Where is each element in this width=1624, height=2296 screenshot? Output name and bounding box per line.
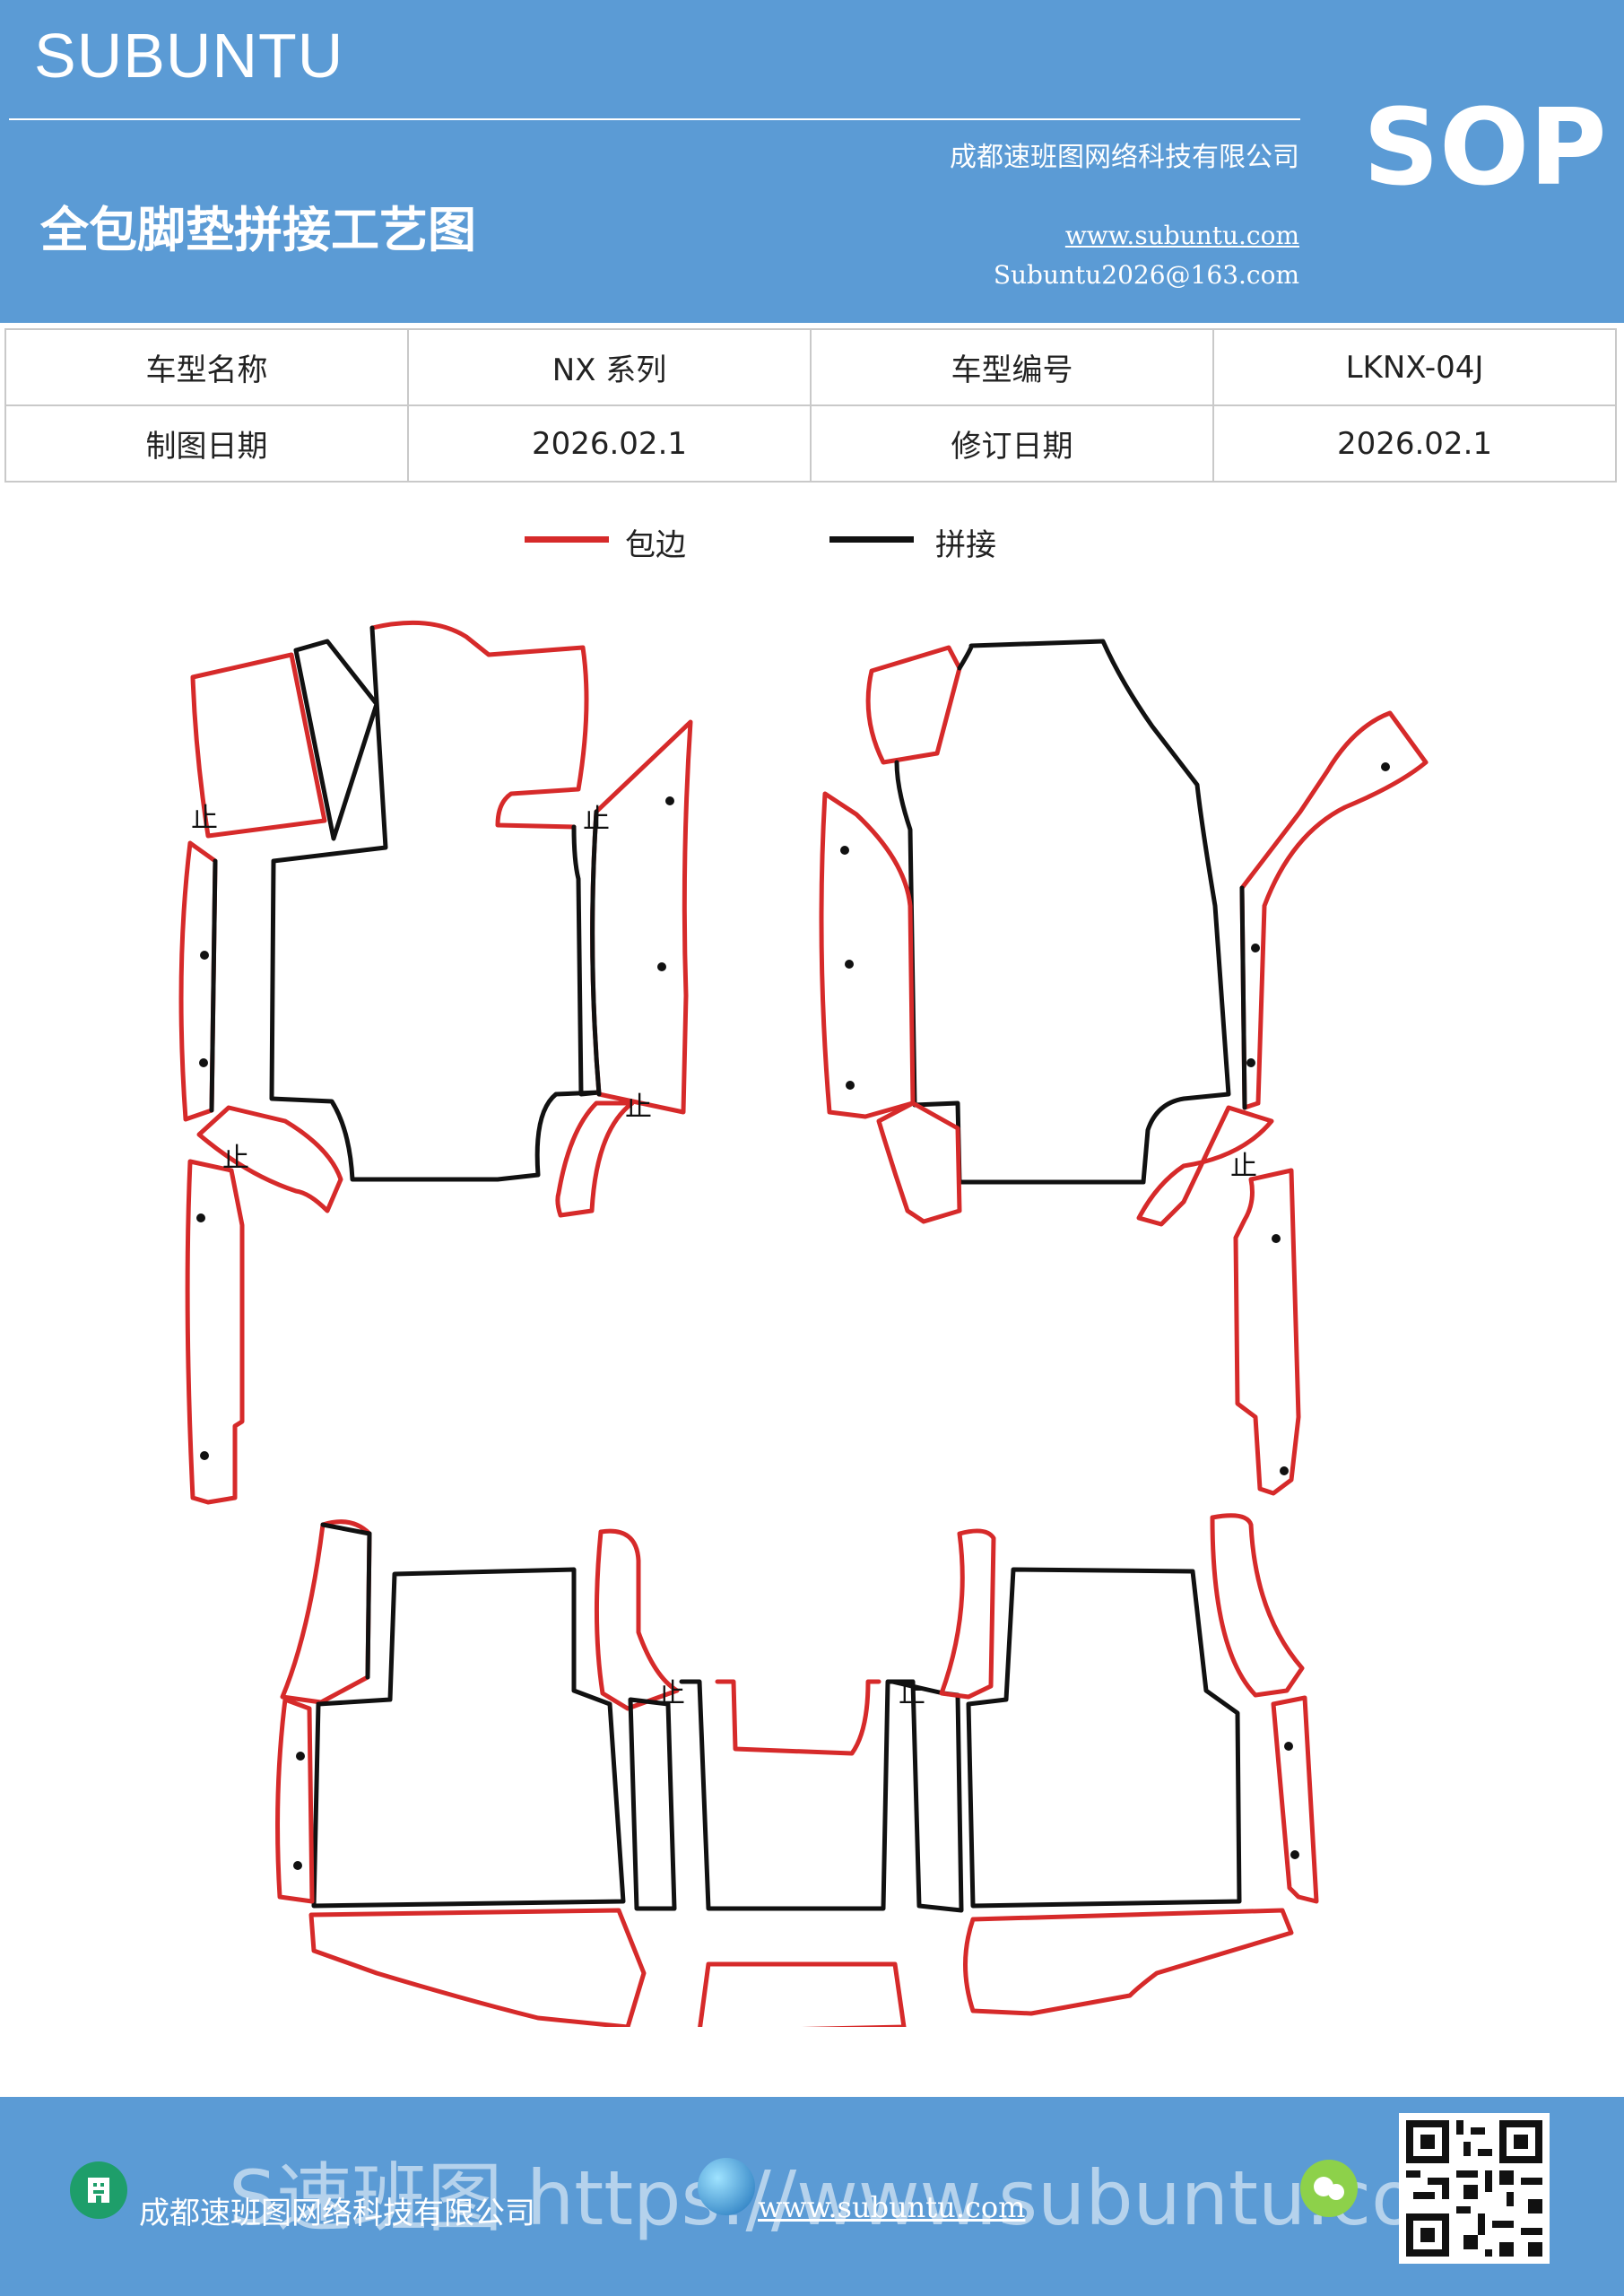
mat-piece [590,719,693,1115]
mat-piece [890,1679,964,1913]
value-model-code: LKNX-04J [1212,328,1617,406]
mat-piece [1239,885,1247,1110]
qr-code-icon [1399,2113,1550,2264]
footer-company-name: 成都速班图网络科技有限公司 [139,2196,535,2231]
stop-marker: 止 [222,1143,249,1174]
brand-logo-text: SUBUNTU [34,21,344,91]
mat-piece [1136,1105,1274,1227]
stop-marker: 止 [583,804,610,835]
mat-piece [939,1528,996,1700]
mat-piece [590,809,602,1097]
mat-piece [679,1679,899,1911]
mat-piece [865,645,962,765]
mat-piece [280,1519,372,1705]
label-model-code: 车型编号 [810,328,1214,406]
mat-piece [178,840,218,1122]
mat-piece [308,1908,647,2027]
header-banner: SUBUNTU SOP 成都速班图网络科技有限公司 全包脚垫拼接工艺图 www.… [0,0,1624,323]
label-draw-date: 制图日期 [4,404,409,483]
mat-piece [275,1697,315,1904]
sop-label: SOP [1363,85,1607,209]
label-revision-date: 修订日期 [810,404,1214,483]
footer-website-link[interactable]: www.subuntu.com [758,2190,1026,2224]
mat-piece [185,1159,245,1505]
mat-piece [190,652,327,839]
table-row: 车型名称 NX 系列 车型编号 LKNX-04J [4,328,1617,406]
email-address: Subuntu2026@163.com [993,260,1299,290]
mat-piece [1239,710,1429,1110]
stop-marker: 止 [625,1091,652,1123]
stop-marker: 止 [658,1678,685,1709]
website-link[interactable]: www.subuntu.com [1064,221,1299,250]
legend-edging-swatch [525,536,609,543]
mat-piece [320,1522,372,1680]
mat-piece [555,1100,635,1218]
building-icon [70,2161,127,2219]
footer-banner: S速班图 https://www.subuntu.com 成都速班图网络科技有限… [0,2097,1624,2296]
globe-icon [698,2158,755,2215]
mat-piece [698,1961,907,2027]
floor-mat-diagram: 止 止 止 止 止 止 止 [178,620,1429,2027]
mounting-dots [196,762,1390,1870]
mat-piece [369,620,589,830]
footer-watermark: S速班图 https://www.subuntu.com [229,2154,1491,2242]
stop-marker: 止 [1230,1151,1257,1182]
mat-piece [1271,1695,1319,1904]
company-name: 成都速班图网络科技有限公司 [950,142,1299,173]
vehicle-info-table: 车型名称 NX 系列 车型编号 LKNX-04J 制图日期 2026.02.1 … [4,328,1617,483]
mat-piece [594,1528,680,1711]
label-model-name: 车型名称 [4,328,409,406]
table-row: 制图日期 2026.02.1 修订日期 2026.02.1 [4,404,1617,483]
page-title: 全包脚垫拼接工艺图 [40,202,476,258]
legend-edging-label: 包边 [625,527,686,563]
mat-piece [1233,1168,1301,1496]
chat-icon[interactable] [1300,2160,1358,2217]
value-model-name: NX 系列 [407,328,812,406]
mat-piece [628,1697,677,1911]
header-divider [9,118,1300,120]
mat-piece [269,625,602,1182]
mat-piece [311,1567,626,1909]
front-right-mat-group [819,639,1429,1496]
mat-piece [876,1100,962,1224]
mat-piece [894,639,1231,1185]
front-left-mat-group [178,620,693,1505]
mat-piece [819,791,916,1119]
mat-piece [715,1679,881,1756]
mat-piece [966,1567,1242,1909]
mat-piece [1210,1513,1305,1698]
rear-mat-group [275,1513,1319,2027]
mat-piece [571,824,602,1097]
legend-splice-label: 拼接 [935,527,996,563]
value-draw-date: 2026.02.1 [407,404,812,483]
value-revision-date: 2026.02.1 [1212,404,1617,483]
mat-piece [196,1105,343,1213]
mat-piece [209,858,218,1113]
stop-markers: 止 止 止 止 止 止 止 [191,803,1257,1709]
mat-piece [963,1908,1294,2016]
stop-marker: 止 [899,1678,925,1709]
legend-splice-swatch [829,536,914,543]
stop-marker: 止 [191,803,218,834]
